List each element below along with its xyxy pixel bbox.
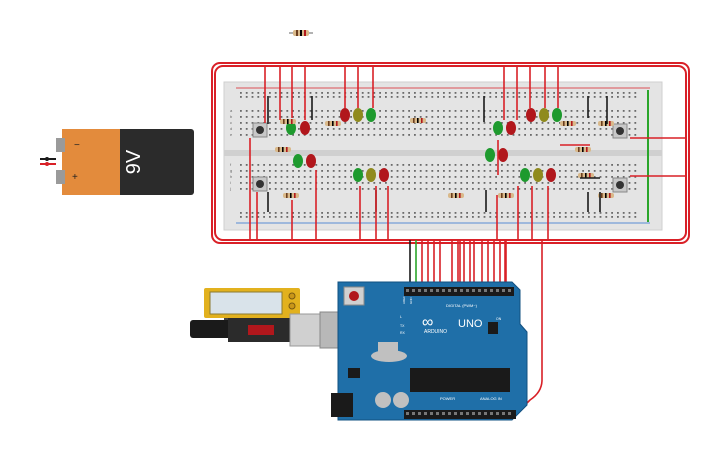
- breadboard[interactable]: a b c d e f g h i j: [223, 81, 663, 231]
- led-yellow: [539, 108, 549, 122]
- arduino-uno-board[interactable]: ∞ ARDUINO UNO DIGITAL (PWM~) POWER ANALO…: [331, 281, 528, 421]
- led-green: [493, 121, 503, 135]
- power-header-label: POWER: [440, 396, 455, 401]
- arduino-header-pins[interactable]: [406, 289, 511, 415]
- arduino-model-label: UNO: [458, 318, 483, 330]
- battery-minus-label: −: [74, 140, 80, 151]
- led-red: [498, 148, 508, 162]
- pushbutton-1[interactable]: [252, 122, 268, 138]
- reset-button[interactable]: [349, 291, 359, 301]
- led-red: [546, 168, 556, 182]
- led-green: [485, 148, 495, 162]
- gnd-label: GND: [409, 297, 413, 305]
- battery-9v[interactable]: 9V − +: [40, 129, 194, 195]
- battery-plus-label: +: [72, 172, 78, 183]
- led-red: [306, 154, 316, 168]
- led-green: [366, 108, 376, 122]
- row-letters: a b c d e f g h i j: [229, 108, 233, 191]
- arduino-brand-label: ARDUINO: [424, 329, 447, 335]
- resistors[interactable]: [275, 118, 614, 198]
- pushbutton-3[interactable]: [612, 123, 628, 139]
- on-label: ON: [496, 317, 502, 321]
- led-red: [300, 121, 310, 135]
- led-yellow: [533, 168, 543, 182]
- battery-label: 9V: [123, 149, 145, 174]
- led-green: [293, 154, 303, 168]
- aref-label: AREF: [402, 296, 406, 304]
- led-green: [520, 168, 530, 182]
- led-yellow: [366, 168, 376, 182]
- svg-text:i: i: [230, 180, 231, 185]
- loose-resistor[interactable]: [289, 30, 313, 36]
- outer-wire-loop[interactable]: [211, 62, 690, 244]
- led-red: [526, 108, 536, 122]
- analog-header-label: ANALOG IN: [480, 396, 502, 401]
- led-red: [506, 121, 516, 135]
- digital-header-label: DIGITAL (PWM~): [446, 303, 478, 308]
- pushbutton-4[interactable]: [612, 177, 628, 193]
- pushbutton-2[interactable]: [252, 176, 268, 192]
- svg-text:j: j: [229, 186, 231, 191]
- led-yellow: [353, 108, 363, 122]
- l-label: L: [400, 315, 402, 319]
- svg-text:h: h: [230, 174, 232, 179]
- breadboard-wires[interactable]: [249, 66, 686, 240]
- svg-text:g: g: [230, 168, 232, 173]
- led-red: [340, 108, 350, 122]
- svg-text:b: b: [230, 114, 233, 119]
- svg-text:f: f: [230, 162, 232, 167]
- tx-label: TX: [400, 324, 405, 328]
- svg-text:a: a: [230, 108, 233, 113]
- led-green: [286, 121, 296, 135]
- led-green: [552, 108, 562, 122]
- rx-label: RX: [400, 331, 406, 335]
- breadboard-holes: [240, 92, 637, 218]
- led-green: [353, 168, 363, 182]
- arduino-logo-infinity: ∞: [422, 314, 433, 331]
- svg-text:e: e: [230, 132, 233, 137]
- led-group[interactable]: [286, 108, 562, 182]
- led-red: [379, 168, 389, 182]
- svg-text:d: d: [230, 126, 232, 131]
- svg-text:c: c: [230, 120, 232, 125]
